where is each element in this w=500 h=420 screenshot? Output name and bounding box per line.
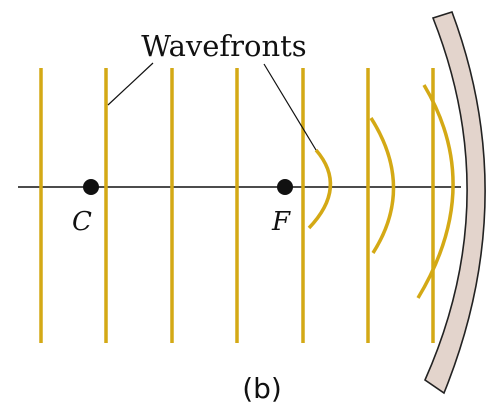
reflected-wavefront bbox=[416, 84, 455, 299]
wavefronts-label: Wavefronts bbox=[141, 29, 306, 63]
leader-line-right bbox=[263, 63, 317, 151]
reflected-wavefront bbox=[307, 148, 332, 230]
reflected-wavefronts bbox=[307, 84, 455, 299]
reflected-wavefront bbox=[369, 117, 396, 254]
leader-line-left bbox=[107, 62, 154, 106]
focus-label: F bbox=[271, 207, 291, 237]
focus-point bbox=[277, 179, 293, 195]
caption-label: (b) bbox=[242, 372, 282, 405]
plane-wavefronts bbox=[39, 68, 435, 343]
center-label: C bbox=[72, 207, 92, 237]
concave-mirror bbox=[423, 11, 486, 395]
center-point bbox=[83, 179, 99, 195]
